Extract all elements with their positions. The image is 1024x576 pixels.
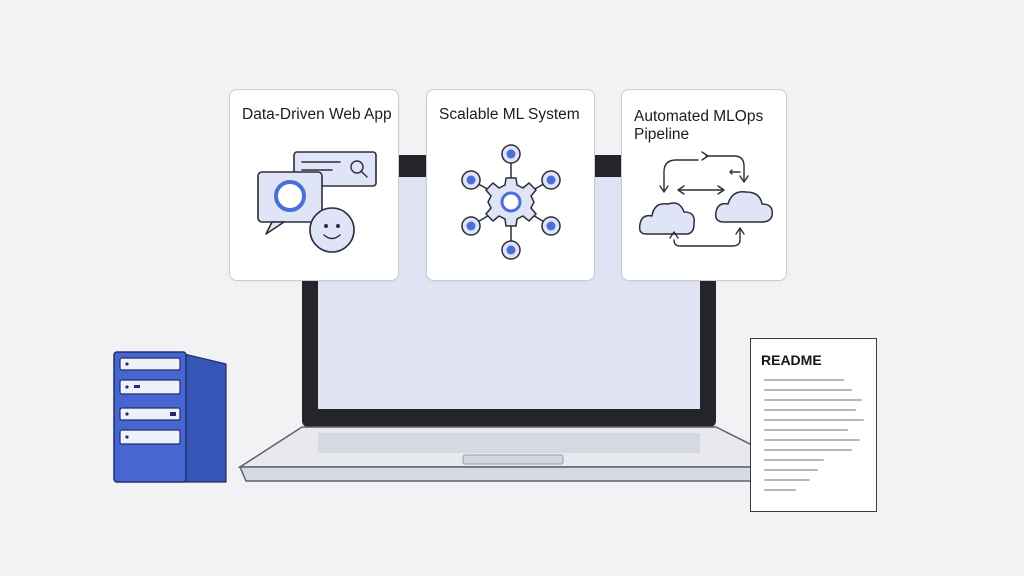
- card-data-driven-web-app: Data-Driven Web App: [229, 89, 399, 281]
- readme-title: README: [761, 352, 822, 368]
- card-title: Automated MLOps Pipeline: [634, 108, 764, 143]
- server-tower: [112, 350, 230, 486]
- cloud-left: [638, 202, 696, 235]
- laptop-illustration: [237, 155, 798, 482]
- cloud-right: [714, 191, 774, 223]
- text-lines: [764, 379, 864, 491]
- cloud-cycle-icon: [638, 151, 774, 247]
- card-automated-mlops-pipeline: Automated MLOps Pipeline: [621, 89, 787, 281]
- chat-search-icon: [257, 151, 377, 253]
- laptop: [237, 155, 798, 485]
- readme-document: README: [750, 338, 877, 512]
- card-scalable-ml-system: Scalable ML System: [426, 89, 595, 281]
- card-title: Data-Driven Web App: [242, 106, 392, 123]
- gear-network-icon: [461, 144, 561, 260]
- card-title: Scalable ML System: [439, 106, 580, 123]
